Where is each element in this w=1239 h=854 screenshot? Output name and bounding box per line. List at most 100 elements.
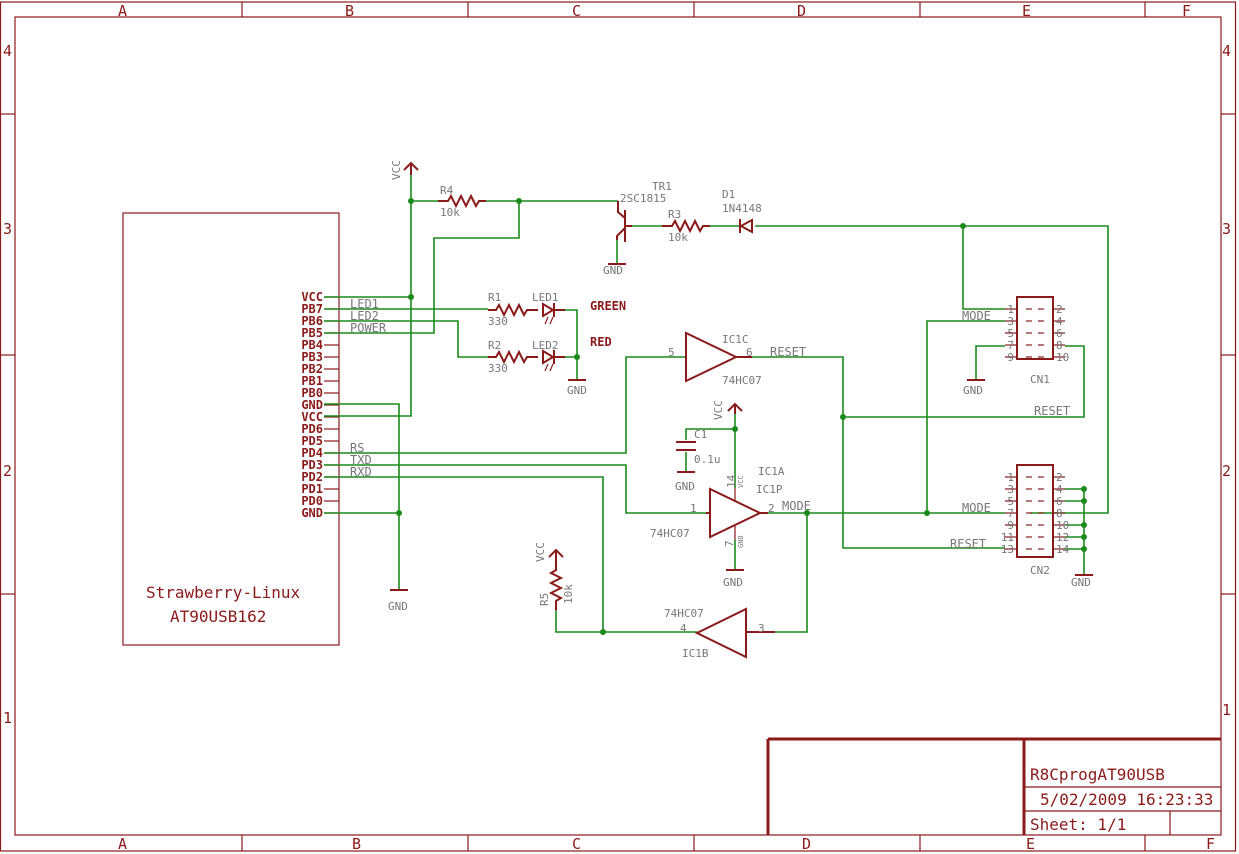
connector-pin-number: 12 — [1056, 531, 1069, 544]
module-name-line2: AT90USB162 — [170, 607, 266, 626]
col-label-f-bottom: F — [1206, 835, 1215, 853]
connector-pin-number: 4 — [1056, 483, 1063, 496]
transistor-tr1: TR1 2SC1815 — [616, 180, 672, 242]
net-led2: LED2 — [350, 309, 379, 323]
col-label-d: D — [797, 2, 806, 20]
connector-pin-number: 7 — [1007, 507, 1014, 520]
col-label-b: B — [345, 2, 354, 20]
connector-pin-number: 10 — [1056, 351, 1069, 364]
connector-pin-number: 1 — [1007, 471, 1014, 484]
net-mode-ic1a: MODE — [782, 499, 811, 513]
svg-text:330: 330 — [488, 315, 508, 328]
module-pin-pd5: PD5 — [301, 434, 323, 448]
col-label-e: E — [1022, 2, 1031, 20]
resistor-r5: R5 10k — [538, 560, 575, 610]
drawing-name: R8CprogAT90USB — [1030, 765, 1165, 784]
svg-text:1N4148: 1N4148 — [722, 202, 762, 215]
connector-pin-number: 14 — [1056, 543, 1070, 556]
buffer-ic1a: 1 2 14 7 VCC GND IC1A IC1P 74HC07 — [650, 465, 785, 548]
tr1-name: TR1 — [652, 180, 672, 193]
connector-pin-number: 9 — [1007, 351, 1014, 364]
net-mode-cn2: MODE — [962, 501, 991, 515]
gnd-label-ic1p: GND — [723, 576, 743, 589]
module-pin-pd4: PD4 — [301, 446, 323, 460]
net-led1: LED1 — [350, 297, 379, 311]
led-led1: LED1 GREEN — [532, 291, 626, 325]
row-label-1-right: 1 — [1222, 701, 1231, 719]
svg-text:7: 7 — [723, 540, 736, 547]
net-txd: TXD — [350, 453, 372, 467]
connector-pin-number: 8 — [1056, 507, 1063, 520]
connector-pin-number: 5 — [1007, 495, 1014, 508]
svg-text:R2: R2 — [488, 339, 501, 352]
svg-text:VCC: VCC — [712, 400, 725, 420]
connector-pin-number: 9 — [1007, 519, 1014, 532]
connector-pin-number: 4 — [1056, 315, 1063, 328]
row-label-3-right: 3 — [1222, 220, 1231, 238]
drawing-date: 5/02/2009 16:23:33 — [1040, 790, 1213, 809]
svg-text:2: 2 — [768, 502, 775, 515]
row-label-2-right: 2 — [1222, 462, 1231, 480]
net-power: POWER — [350, 321, 387, 335]
svg-text:D1: D1 — [722, 188, 735, 201]
col-label-c: C — [572, 2, 581, 20]
module-pin-pd1: PD1 — [301, 482, 323, 496]
net-mode-cn1: MODE — [962, 309, 991, 323]
module-pin-pb2: PB2 — [301, 362, 323, 376]
module-pin-gnd: GND — [301, 398, 323, 412]
svg-text:1: 1 — [690, 502, 697, 515]
module-pin-gnd: GND — [301, 506, 323, 520]
net-reset-ic1c: RESET — [770, 345, 806, 359]
module-pin-pd6: PD6 — [301, 422, 323, 436]
module-pin-pb3: PB3 — [301, 350, 323, 364]
svg-text:GND: GND — [737, 535, 745, 548]
led2-color: RED — [590, 335, 612, 349]
svg-text:LED1: LED1 — [532, 291, 559, 304]
net-rs: RS — [350, 441, 364, 455]
col-label-a: A — [118, 2, 127, 20]
module-name-line1: Strawberry-Linux — [146, 583, 300, 602]
net-rxd: RXD — [350, 465, 372, 479]
svg-text:CN1: CN1 — [1030, 373, 1050, 386]
gnd-label-tr1: GND — [603, 264, 623, 277]
svg-text:IC1C: IC1C — [722, 333, 749, 346]
buffer-ic1b: 3 4 74HC07 IC1B — [664, 607, 775, 660]
svg-text:14: 14 — [725, 474, 738, 488]
row-label-3: 3 — [3, 220, 12, 238]
row-label-1: 1 — [3, 709, 12, 727]
module-pin-pd2: PD2 — [301, 470, 323, 484]
svg-text:74HC07: 74HC07 — [650, 527, 690, 540]
module-pin-pd0: PD0 — [301, 494, 323, 508]
diode-d1: D1 1N4148 — [722, 188, 762, 234]
row-label-4-right: 4 — [1222, 42, 1231, 60]
gnd-label-cn1: GND — [963, 384, 983, 397]
svg-text:330: 330 — [488, 362, 508, 375]
svg-text:R3: R3 — [668, 208, 681, 221]
module-pin-pb4: PB4 — [301, 338, 323, 352]
gnd-label-module: GND — [388, 600, 408, 613]
connector-pin-number: 2 — [1056, 471, 1063, 484]
col-label-b-bottom: B — [352, 835, 361, 853]
buffer-ic1c: 5 6 IC1C 74HC07 — [668, 331, 762, 387]
module-pin-pb0: PB0 — [301, 386, 323, 400]
svg-text:R5: R5 — [538, 593, 551, 606]
gnd-symbols: GND GND GND GND GND GND GND — [388, 263, 1093, 613]
connector-pin-number: 3 — [1007, 483, 1014, 496]
col-label-c-bottom: C — [572, 835, 581, 853]
gnd-label-led: GND — [567, 384, 587, 397]
svg-text:0.1u: 0.1u — [694, 453, 721, 466]
svg-text:IC1P: IC1P — [756, 483, 783, 496]
module-pin-pb5: PB5 — [301, 326, 323, 340]
svg-text:4: 4 — [680, 622, 687, 635]
grid-labels: A B C D E F A B C D E F 4 3 2 1 4 3 2 1 — [3, 2, 1231, 853]
svg-text:R1: R1 — [488, 291, 501, 304]
vcc-symbol-ic1p: VCC — [712, 400, 743, 420]
module-pin-pd3: PD3 — [301, 458, 323, 472]
tr1-value: 2SC1815 — [620, 192, 666, 205]
col-label-a-bottom: A — [118, 835, 127, 853]
svg-text:LED2: LED2 — [532, 339, 559, 352]
svg-text:5: 5 — [668, 346, 675, 359]
resistor-r1: R1 330 — [488, 291, 538, 328]
